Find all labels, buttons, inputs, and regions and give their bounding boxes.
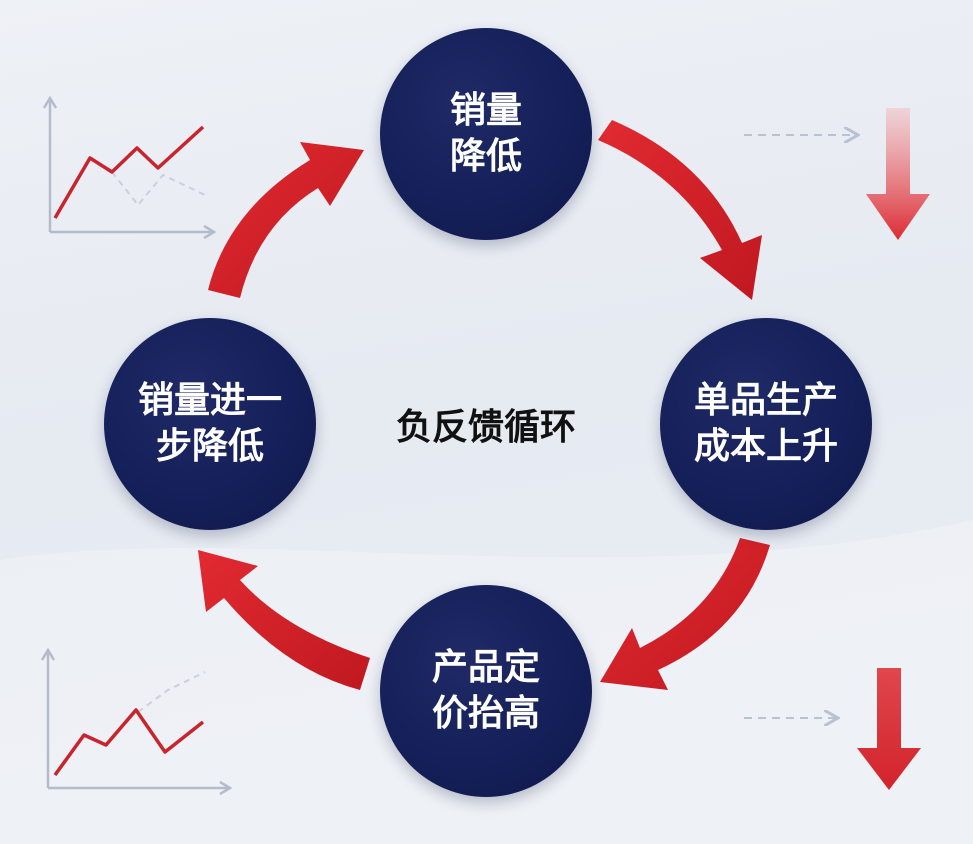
node-label-line2: 成本上升 xyxy=(693,426,838,467)
cycle-arrow-icon xyxy=(208,142,364,298)
line-chart-icon xyxy=(42,95,217,240)
node-price-increase: 产品定 价抬高 xyxy=(380,585,592,797)
node-label-line1: 销量 xyxy=(449,89,522,131)
center-title: 负反馈循环 xyxy=(395,407,576,448)
node-label-line1: 销量进一 xyxy=(137,379,282,421)
cycle-arrow-icon xyxy=(600,538,770,690)
node-label-line1: 单品生产 xyxy=(693,379,838,421)
node-label-line1: 产品定 xyxy=(431,646,540,688)
down-arrow-icon xyxy=(857,668,921,790)
node-sales-decline: 销量 降低 xyxy=(380,28,592,240)
node-label-line2: 价抬高 xyxy=(431,693,540,734)
line-chart-icon xyxy=(40,647,233,796)
down-arrow-icon xyxy=(866,108,930,240)
cycle-arrow-icon xyxy=(198,550,370,690)
node-label-line2: 步降低 xyxy=(155,426,264,467)
node-label-line2: 降低 xyxy=(449,136,522,177)
cycle-arrow-icon xyxy=(598,120,762,300)
node-sales-further-decline: 销量进一 步降低 xyxy=(104,318,316,530)
node-unit-cost-rise: 单品生产 成本上升 xyxy=(660,318,872,530)
